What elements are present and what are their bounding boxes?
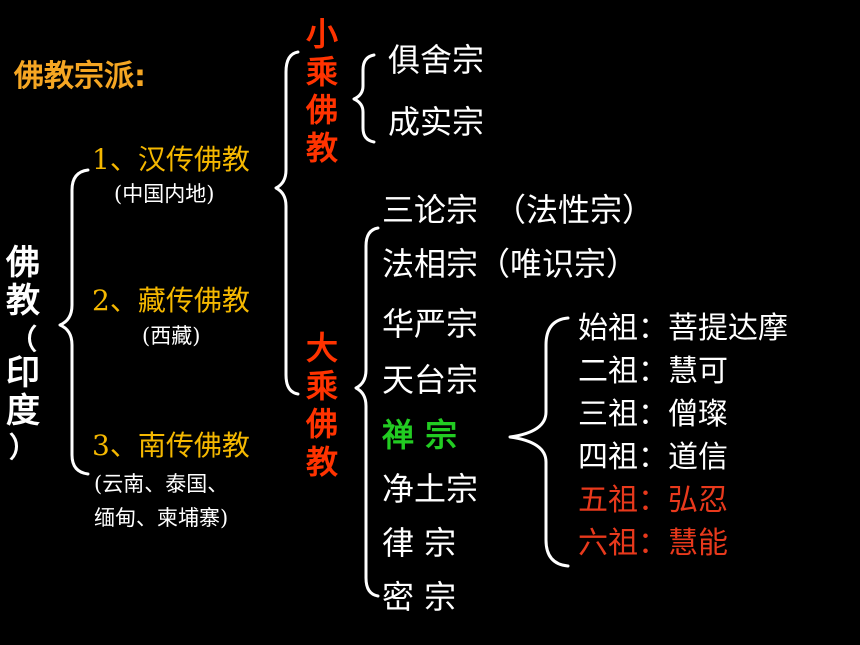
root-char-5: 度 (6, 391, 40, 431)
root-char-1: 佛 (6, 243, 40, 283)
great-school-1: 三论宗 （法性宗） (382, 191, 655, 229)
branch-southern-label: 3、南传佛教 (92, 429, 250, 462)
branch-southern-note-2: 缅甸、柬埔寨) (94, 506, 229, 530)
branch-tibetan-label: 2、藏传佛教 (92, 284, 250, 317)
great-school-4: 天台宗 (382, 361, 479, 399)
patriarch-2: 二祖：慧可 (578, 354, 728, 389)
great-vehicle-brace (354, 226, 380, 598)
small-school-2: 成实宗 (388, 103, 485, 141)
great-vehicle-char-4: 教 (306, 443, 339, 481)
great-school-3: 华严宗 (382, 305, 479, 343)
small-vehicle-label: 小 乘 佛 教 (306, 18, 338, 164)
root-char-6: ） (8, 431, 37, 464)
great-school-2: 法相宗（唯识宗） (382, 245, 639, 283)
great-vehicle-label: 大 乘 佛 教 (306, 332, 338, 478)
great-vehicle-char-2: 乘 (306, 367, 339, 405)
great-vehicle-char-1: 大 (306, 329, 339, 367)
root-char-2: 教 (6, 281, 40, 321)
small-school-1: 俱舍宗 (388, 41, 485, 79)
small-vehicle-char-2: 乘 (306, 53, 339, 91)
great-school-6: 净土宗 (382, 470, 479, 508)
branch-tibetan-note: (西藏) (142, 324, 201, 348)
patriarch-3: 三祖：僧璨 (578, 397, 728, 432)
page-title: 佛教宗派: (14, 59, 146, 94)
branch-han-note: (中国内地) (114, 182, 215, 206)
root-char-3: （ (8, 323, 37, 356)
branch-southern-note-1: (云南、泰国、 (94, 472, 229, 496)
patriarch-5: 五祖：弘忍 (578, 483, 728, 518)
great-school-8: 密 宗 (382, 578, 457, 616)
great-school-7: 律 宗 (382, 524, 457, 562)
chan-brace (508, 316, 570, 568)
small-vehicle-char-1: 小 (306, 15, 339, 53)
great-school-chan: 禅 宗 (382, 416, 458, 454)
great-vehicle-char-3: 佛 (306, 405, 339, 443)
root-label: 佛 教 （ 印 度 ） (6, 246, 40, 462)
patriarch-4: 四祖：道信 (578, 440, 728, 475)
root-char-4: 印 (6, 353, 40, 393)
root-brace (58, 168, 90, 476)
han-brace (274, 50, 300, 396)
small-vehicle-char-3: 佛 (306, 91, 339, 129)
patriarch-1: 始祖：菩提达摩 (578, 311, 788, 346)
small-vehicle-brace (352, 53, 376, 144)
small-vehicle-char-4: 教 (306, 129, 339, 167)
branch-han-label: 1、汉传佛教 (92, 143, 250, 176)
patriarch-6: 六祖：慧能 (578, 526, 728, 561)
